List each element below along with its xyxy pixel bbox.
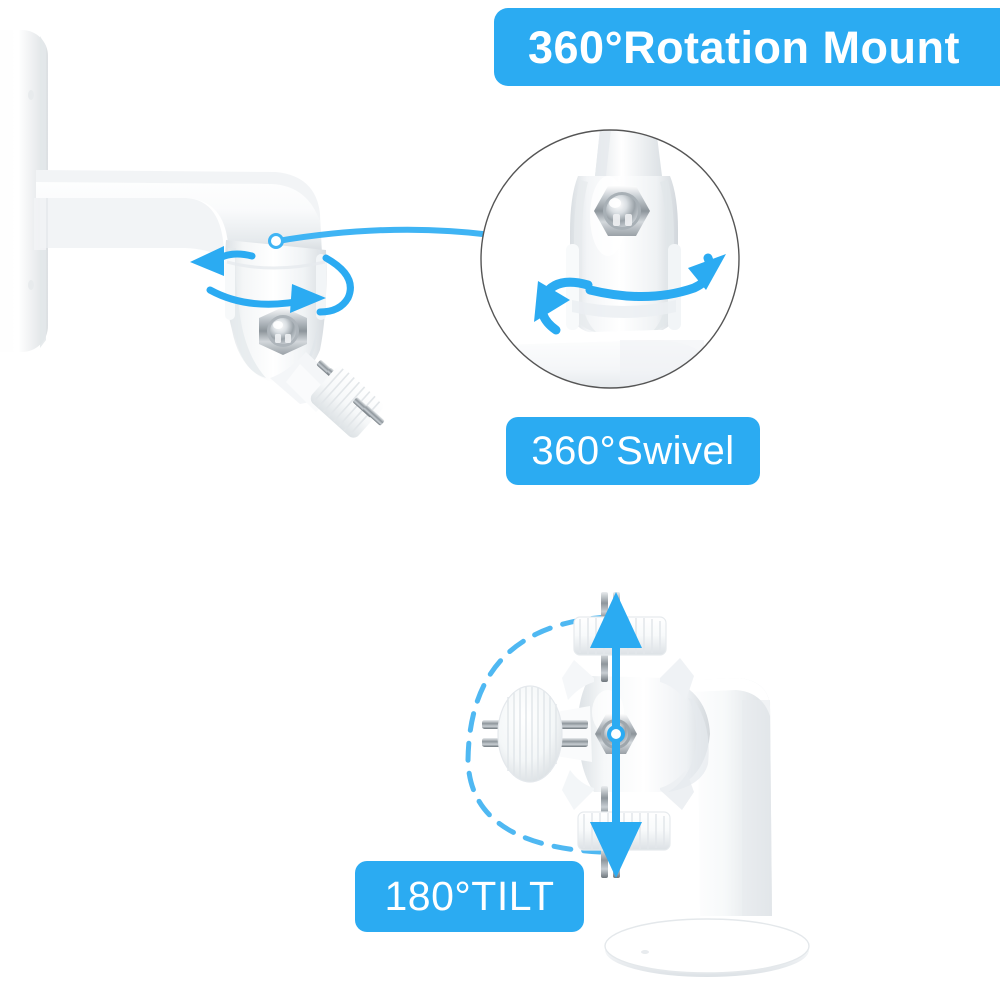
badge-360-rotation-mount: 360°Rotation Mount bbox=[494, 8, 1000, 86]
swivel-arrows bbox=[534, 253, 726, 335]
barrel bbox=[566, 176, 681, 334]
magnifier-circle bbox=[480, 129, 740, 389]
base-plate bbox=[481, 330, 704, 388]
wall-plate bbox=[0, 30, 48, 352]
rotation-arrow-ellipse bbox=[190, 246, 354, 316]
callout-connector-line bbox=[268, 226, 500, 249]
chrome-shaft-left bbox=[482, 720, 588, 747]
chrome-pins-bottom bbox=[601, 786, 620, 878]
tilt-knob-top bbox=[573, 592, 667, 682]
neck bbox=[595, 130, 662, 176]
tilt-dashed-arc bbox=[465, 614, 612, 855]
rotation-barrel bbox=[224, 240, 327, 383]
magnifier-content bbox=[481, 130, 739, 388]
tilt-arrow-double-vertical bbox=[590, 592, 642, 878]
thumbscrew-knob bbox=[270, 352, 385, 438]
tilt-knob-left bbox=[482, 685, 588, 783]
support-arm bbox=[686, 678, 772, 916]
center-hex-nut bbox=[595, 714, 637, 754]
hex-bolt bbox=[259, 307, 307, 355]
chrome-pins-top bbox=[601, 592, 620, 682]
yoke-body bbox=[552, 658, 710, 810]
badge-360-swivel: 360°Swivel bbox=[506, 417, 760, 485]
chrome-pins-upper bbox=[316, 360, 347, 387]
horizontal-arm bbox=[34, 170, 322, 262]
knob-body bbox=[310, 366, 384, 438]
tilt-knob-bottom bbox=[577, 786, 671, 878]
hex-bolt bbox=[594, 186, 650, 236]
chrome-pins-lower bbox=[353, 397, 385, 426]
badge-180-tilt: 180°TILT bbox=[355, 861, 584, 932]
oval-base bbox=[604, 918, 810, 977]
